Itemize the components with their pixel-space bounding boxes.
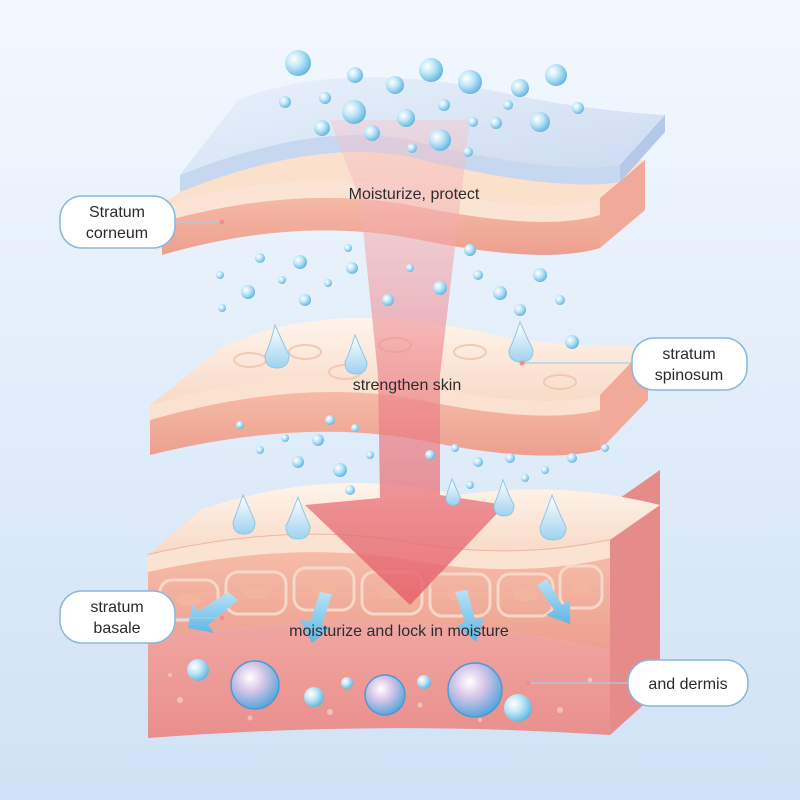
callout-stratum-corneum-line1: Stratum	[89, 204, 145, 221]
callout-stratum-corneum-line2: corneum	[86, 225, 148, 242]
caption-middle: strengthen skin	[353, 377, 462, 394]
callout-dermis: and dermis	[627, 659, 749, 707]
water-bubbles	[216, 50, 609, 495]
caption-bottom: moisturize and lock in moisture	[289, 623, 509, 640]
moisture-flow-arrow	[305, 120, 505, 605]
water-droplets	[232, 320, 567, 541]
spread-arrows	[188, 579, 570, 643]
callout-stratum-spinosum-line2: spinosum	[655, 367, 723, 384]
callout-stratum-basale-line2: basale	[93, 620, 140, 637]
callout-stratum-spinosum-line1: stratum	[662, 346, 715, 363]
callout-stratum-spinosum: stratum spinosum	[631, 337, 748, 391]
callout-stratum-corneum: Stratum corneum	[59, 195, 176, 249]
callout-stratum-basale-line1: stratum	[90, 599, 143, 616]
leader-lines	[175, 221, 632, 684]
leader-dots	[219, 219, 531, 686]
callout-stratum-basale: stratum basale	[59, 590, 176, 644]
callout-dermis-label: and dermis	[648, 676, 727, 693]
caption-top: Moisturize, protect	[349, 186, 480, 203]
